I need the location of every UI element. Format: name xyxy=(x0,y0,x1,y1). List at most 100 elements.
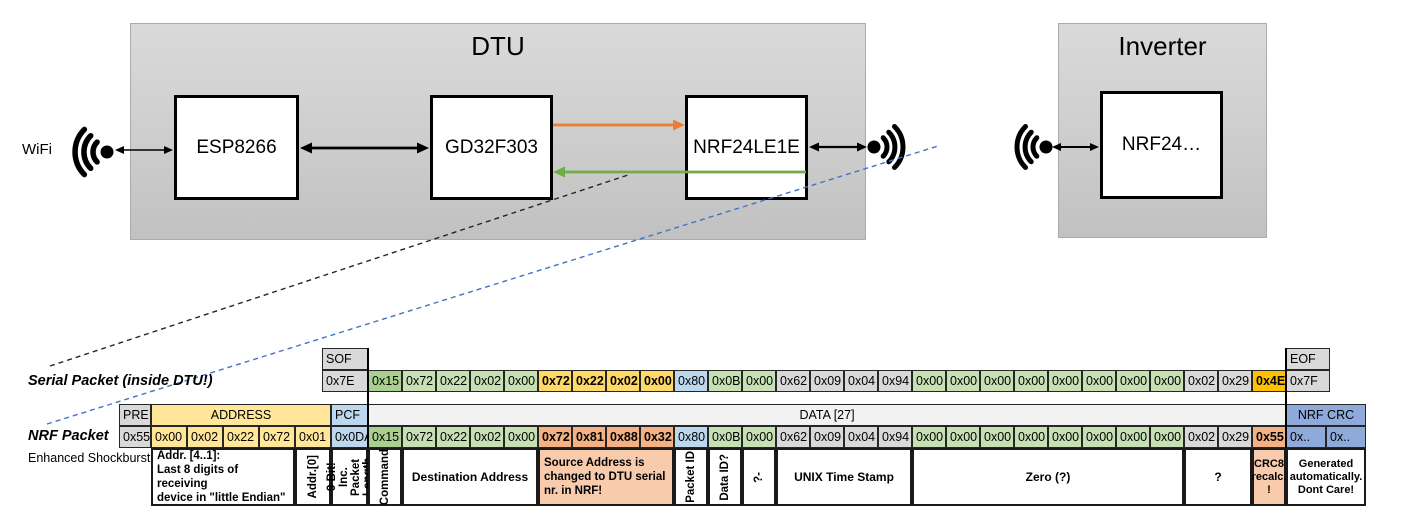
serial-byte-cell: 0x0B xyxy=(708,370,742,392)
serial-packet-label: Serial Packet (inside DTU!) xyxy=(28,373,213,389)
serial-byte-cell: 0x22 xyxy=(436,370,470,392)
annotation-cell: Command xyxy=(368,448,402,506)
nrf-byte-cell: 0x00 xyxy=(1150,426,1184,448)
nrf-crc-header: NRF CRC xyxy=(1286,404,1366,426)
nrf-address-byte-cell: 0x02 xyxy=(187,426,223,448)
annotation-cell: Generated automatically. Dont Care! xyxy=(1286,448,1366,506)
nrf-byte-cell: 0x62 xyxy=(776,426,810,448)
serial-byte-cell: 0x02 xyxy=(606,370,640,392)
serial-byte-cell: 0x00 xyxy=(980,370,1014,392)
dtu-zone-title: DTU xyxy=(471,31,525,61)
serial-byte-cell: 0x62 xyxy=(776,370,810,392)
annotation-cell: CRC8 recalc. ! xyxy=(1252,448,1286,506)
component-nrf24-inverter: NRF24… xyxy=(1100,91,1223,199)
annotation-cell: ? xyxy=(1184,448,1252,506)
nrf-byte-cell: 0x32 xyxy=(640,426,674,448)
serial-byte-cell: 0x80 xyxy=(674,370,708,392)
serial-byte-cell: 0x72 xyxy=(538,370,572,392)
serial-byte-cell: 0x00 xyxy=(1082,370,1116,392)
nrf-byte-cell: 0x22 xyxy=(436,426,470,448)
serial-byte-cell: 0x02 xyxy=(470,370,504,392)
serial-sof-header: SOF xyxy=(322,348,368,370)
serial-byte-cell: 0x00 xyxy=(640,370,674,392)
nrf-byte-cell: 0x29 xyxy=(1218,426,1252,448)
nrf-byte-cell: 0x94 xyxy=(878,426,912,448)
nrf-byte-cell: 0x81 xyxy=(572,426,606,448)
nrf-pre-byte: 0x55 xyxy=(119,426,151,448)
data-start-guide-line xyxy=(367,348,369,448)
nrf-byte-cell: 0x00 xyxy=(504,426,538,448)
nrf-byte-cell: 0x00 xyxy=(742,426,776,448)
serial-byte-cell: 0x00 xyxy=(946,370,980,392)
serial-byte-cell: 0x00 xyxy=(742,370,776,392)
nrf-address-byte-cell: 0x01 xyxy=(295,426,331,448)
serial-byte-cell: 0x00 xyxy=(504,370,538,392)
nrf-byte-cell: 0x00 xyxy=(1116,426,1150,448)
nrf-data-header: DATA [27] xyxy=(368,404,1286,426)
nrf-address-byte-cell: 0x22 xyxy=(223,426,259,448)
serial-byte-cell: 0x00 xyxy=(912,370,946,392)
nrf-byte-cell: 0x88 xyxy=(606,426,640,448)
serial-byte-cell: 0x94 xyxy=(878,370,912,392)
annotation-cell: Data ID? xyxy=(708,448,742,506)
nrf-byte-cell: 0x04 xyxy=(844,426,878,448)
serial-byte-cell: 0x22 xyxy=(572,370,606,392)
serial-byte-cell: 0x00 xyxy=(1048,370,1082,392)
nrf-byte-cell: 0x00 xyxy=(980,426,1014,448)
nrf-byte-cell: 0x00 xyxy=(1082,426,1116,448)
component-nrf24le1e: NRF24LE1E xyxy=(685,95,808,200)
wifi-signal-icon-inverter xyxy=(1014,124,1053,170)
annotation-cell: Addr.[0] xyxy=(295,448,331,506)
serial-byte-cell: 0x72 xyxy=(402,370,436,392)
data-end-guide-line xyxy=(1285,348,1287,448)
annotation-cell: Packet ID xyxy=(674,448,708,506)
annotation-cell: Addr. [4..1]: Last 8 digits of receiving… xyxy=(151,448,295,506)
serial-byte-cell: 0x00 xyxy=(1150,370,1184,392)
nrf-address-byte-cell: 0x00 xyxy=(151,426,187,448)
serial-eof-header: EOF xyxy=(1286,348,1330,370)
nrf-byte-cell: 0x0B xyxy=(708,426,742,448)
nrf-address-header: ADDRESS xyxy=(151,404,331,426)
nrf-crc-byte-cell: 0x.. xyxy=(1326,426,1366,448)
inverter-zone-title: Inverter xyxy=(1118,31,1207,61)
serial-byte-cell: 0x02 xyxy=(1184,370,1218,392)
nrf-byte-cell: 0x00 xyxy=(946,426,980,448)
nrf-crc-byte-cell: 0x.. xyxy=(1286,426,1326,448)
wifi-label: WiFi xyxy=(22,141,52,158)
nrf-byte-cell: 0x80 xyxy=(674,426,708,448)
serial-byte-cell: 0x15 xyxy=(368,370,402,392)
nrf-byte-cell: 0x15 xyxy=(368,426,402,448)
enhanced-shockburst-label: Enhanced Shockburst xyxy=(28,451,151,465)
annotation-cell: Destination Address xyxy=(402,448,538,506)
serial-byte-cell: 0x29 xyxy=(1218,370,1252,392)
nrf-byte-cell: 0x72 xyxy=(538,426,572,448)
nrf-byte-cell: 0x00 xyxy=(1014,426,1048,448)
annotation-cell: Source Address is changed to DTU serial … xyxy=(538,448,674,506)
serial-byte-cell: 0x4E xyxy=(1252,370,1286,392)
nrf-byte-cell: 0x00 xyxy=(912,426,946,448)
nrf-byte-cell: 0x09 xyxy=(810,426,844,448)
nrf-packet-label: NRF Packet xyxy=(28,428,109,444)
component-gd32f303: GD32F303 xyxy=(430,95,553,200)
serial-byte-cell: 0x04 xyxy=(844,370,878,392)
wifi-signal-icon-left xyxy=(72,126,114,178)
nrf-byte-cell: 0x02 xyxy=(1184,426,1218,448)
annotation-cell: UNIX Time Stamp xyxy=(776,448,912,506)
annotation-cell: 9 Bit! Inc. Packet Length xyxy=(326,448,374,506)
wifi-signal-icon-dtu-right xyxy=(867,124,906,170)
serial-byte-cell: 0x00 xyxy=(1116,370,1150,392)
serial-byte-cell: 0x09 xyxy=(810,370,844,392)
serial-eof-byte: 0x7F xyxy=(1286,370,1330,392)
nrf-byte-cell: 0x02 xyxy=(470,426,504,448)
nrf-pre-header: PRE xyxy=(119,404,151,426)
component-esp8266: ESP8266 xyxy=(174,95,299,200)
serial-byte-cell: 0x00 xyxy=(1014,370,1048,392)
nrf-address-byte-cell: 0x72 xyxy=(259,426,295,448)
nrf-byte-cell: 0x72 xyxy=(402,426,436,448)
nrf-pcf-byte: 0x0DA xyxy=(331,426,373,448)
nrf-byte-cell: 0x55 xyxy=(1252,426,1286,448)
nrf-pcf-header: PCF xyxy=(331,404,368,426)
serial-sof-byte: 0x7E xyxy=(322,370,368,392)
nrf-byte-cell: 0x00 xyxy=(1048,426,1082,448)
